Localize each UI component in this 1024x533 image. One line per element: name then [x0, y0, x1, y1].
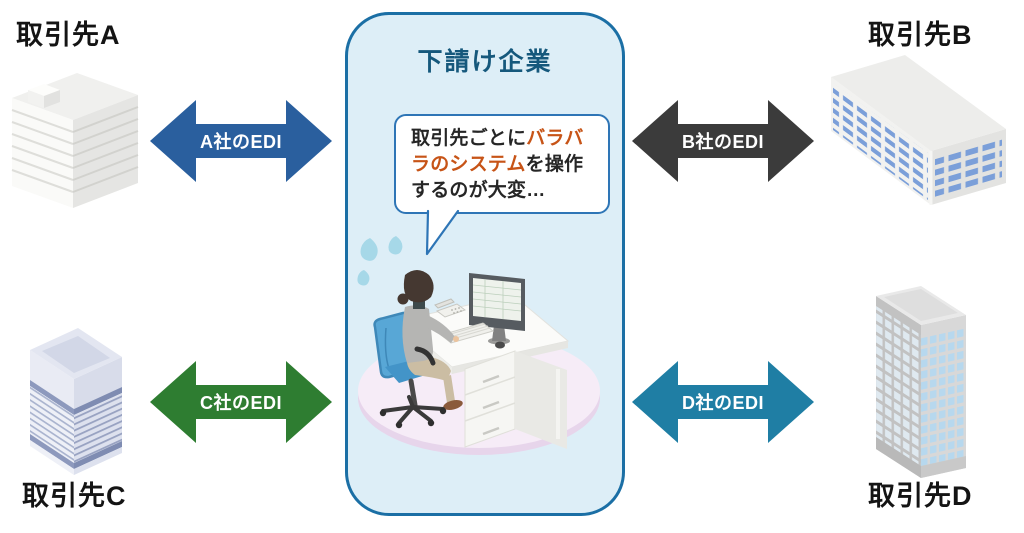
- arrow-d-label: D社のEDI: [682, 392, 764, 413]
- arrow-edi-b: B社のEDI: [632, 100, 814, 182]
- arrow-b-shape: [632, 100, 814, 182]
- arrow-a-label: A社のEDI: [200, 131, 282, 152]
- partner-d-label: 取引先D: [868, 481, 973, 511]
- arrow-edi-c: C社のEDI: [150, 361, 332, 443]
- partner-d-building-icon: [876, 286, 966, 478]
- bubble-text-after: を操作するのが大変…: [411, 154, 584, 202]
- office-worker-illustration: [358, 270, 600, 455]
- partner-b-label: 取引先B: [868, 20, 973, 50]
- partner-c-label: 取引先C: [22, 481, 127, 511]
- panel-title: 下請け企業: [417, 48, 553, 76]
- arrow-c-label: C社のEDI: [200, 392, 282, 413]
- mouse: [495, 341, 505, 349]
- speech-bubble: 取引先ごとにバラバラのシステムを操作するのが大変…: [394, 114, 610, 214]
- partner-b-building-icon: [831, 55, 1006, 205]
- partner-c-building-icon: [30, 328, 122, 475]
- arrow-edi-a: A社のEDI: [150, 100, 332, 182]
- office-worker: [397, 270, 463, 410]
- monitor: [469, 273, 525, 345]
- arrow-d-shape: [632, 361, 814, 443]
- desk-phone: [434, 298, 467, 318]
- arrow-c-shape: [150, 361, 332, 443]
- chair-base: [379, 346, 447, 429]
- arrow-edi-d: D社のEDI: [632, 361, 814, 443]
- arrow-a-shape: [150, 100, 332, 182]
- sweat-drops-icon: [357, 236, 403, 286]
- partner-a-building-icon: [11, 73, 139, 208]
- bubble-text-highlight: バラバラのシステム: [411, 128, 584, 176]
- arrow-b-label: B社のEDI: [682, 131, 764, 152]
- bubble-text-before: 取引先ごとに: [411, 128, 527, 149]
- speech-bubble-tail: [425, 209, 460, 256]
- partner-a-label: 取引先A: [16, 20, 121, 50]
